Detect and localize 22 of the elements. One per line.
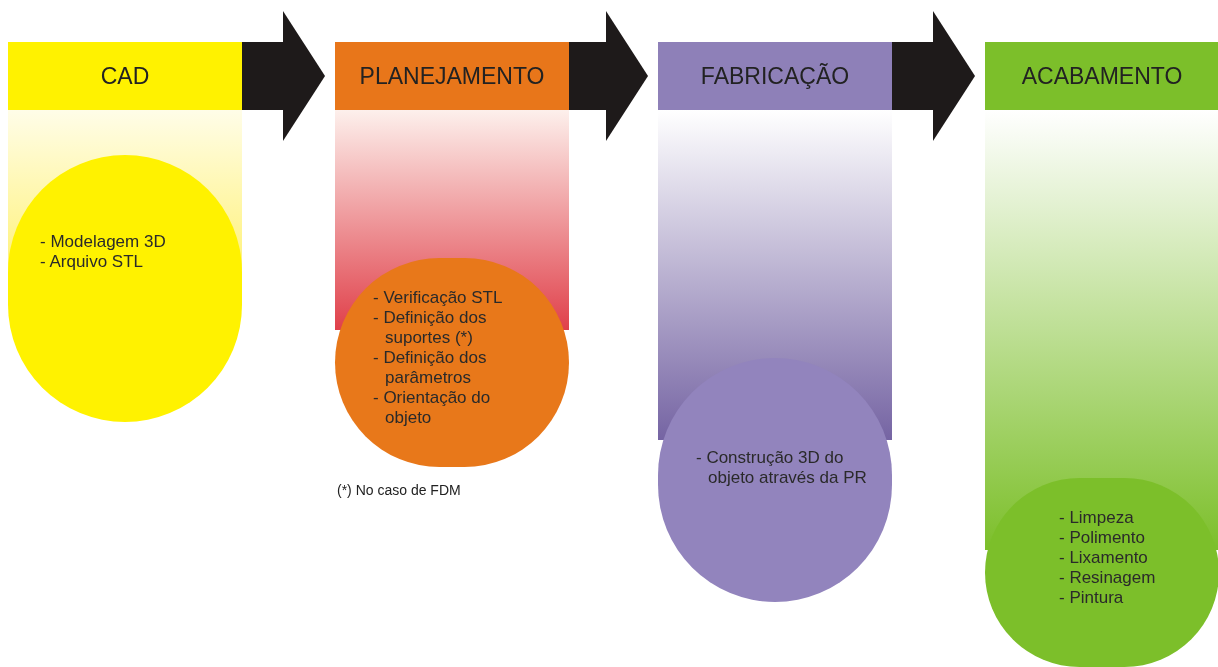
stage-header: CAD <box>8 42 242 110</box>
footnote: (*) No caso de FDM <box>337 482 461 498</box>
block-arrow <box>242 11 325 141</box>
list-item: - Verificação STL <box>373 288 504 308</box>
stage-header: PLANEJAMENTO <box>335 42 569 110</box>
list-item: - Definição dos suportes (*) <box>373 308 488 348</box>
list-item: - Modelagem 3D <box>40 232 167 252</box>
stage-pillar <box>335 110 569 467</box>
list-item: - Arquivo STL <box>40 252 144 272</box>
list-item: - Limpeza <box>1059 508 1135 528</box>
list-item: - Definição dos parâmetros <box>373 348 488 388</box>
list-item: - Resinagem <box>1059 568 1157 588</box>
list-item: - Orientação do objeto <box>373 388 492 428</box>
list-item: - Pintura <box>1059 588 1125 608</box>
list-item: - Polimento <box>1059 528 1146 548</box>
stage-header: FABRICAÇÃO <box>658 42 892 110</box>
block-arrow <box>892 11 975 141</box>
stage-header: ACABAMENTO <box>985 42 1218 110</box>
stage-pillar <box>8 110 242 422</box>
list-item: - Lixamento <box>1059 548 1149 568</box>
block-arrow <box>569 11 648 141</box>
list-item: - Construção 3D do objeto através da PR <box>696 448 868 488</box>
